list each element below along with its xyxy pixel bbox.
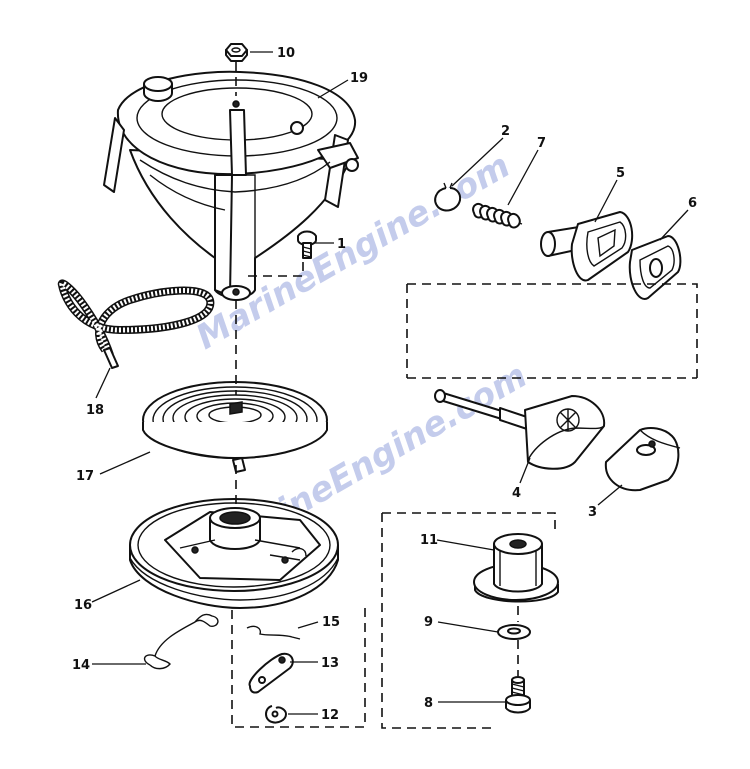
callout-9: 9 (424, 615, 433, 630)
hub-group-dashed-box (381, 512, 556, 729)
part-3-clip (604, 427, 681, 492)
callout-8: 8 (424, 696, 433, 711)
part-9-washer (497, 624, 531, 640)
callout-18: 18 (86, 403, 104, 418)
part-11-drive-hub (473, 533, 559, 603)
callout-3: 3 (588, 505, 597, 520)
callout-7: 7 (537, 136, 546, 151)
part-19-starter-housing (103, 70, 359, 301)
part-16-pulley (129, 498, 339, 609)
part-18-starter-rope (57, 279, 215, 369)
part-4-starter-key (434, 389, 606, 470)
callout-13: 13 (321, 656, 339, 671)
callout-6: 6 (688, 196, 697, 211)
part-7-coil-spring (472, 202, 523, 229)
callout-4: 4 (512, 486, 521, 501)
callout-10: 10 (277, 46, 295, 61)
part-14-link-spring (143, 613, 219, 670)
centerline-screw-to-housing (245, 262, 304, 277)
callout-19: 19 (350, 71, 368, 86)
part-6-plate (628, 235, 682, 300)
callout-1: 1 (337, 237, 346, 252)
callout-2: 2 (501, 124, 510, 139)
callout-15: 15 (322, 615, 340, 630)
callout-17: 17 (76, 469, 94, 484)
callout-11: 11 (420, 533, 438, 548)
key-group-dashed-box (406, 283, 698, 379)
part-2-retaining-ring (434, 182, 462, 212)
leader-lines (91, 51, 689, 715)
pawl-group-dashed-box (231, 605, 366, 728)
part-8-bolt (505, 676, 531, 714)
callout-12: 12 (321, 708, 339, 723)
part-12-e-clip (265, 705, 287, 724)
part-17-rewind-spring (142, 381, 328, 473)
part-10-hex-nut (225, 43, 248, 62)
callout-14: 14 (72, 658, 90, 673)
callout-5: 5 (616, 166, 625, 181)
part-15-spring-wire (246, 625, 301, 640)
part-13-pawl (248, 652, 294, 694)
part-5-plunger (540, 211, 634, 282)
part-1-screw (297, 230, 317, 259)
callout-16: 16 (74, 598, 92, 613)
